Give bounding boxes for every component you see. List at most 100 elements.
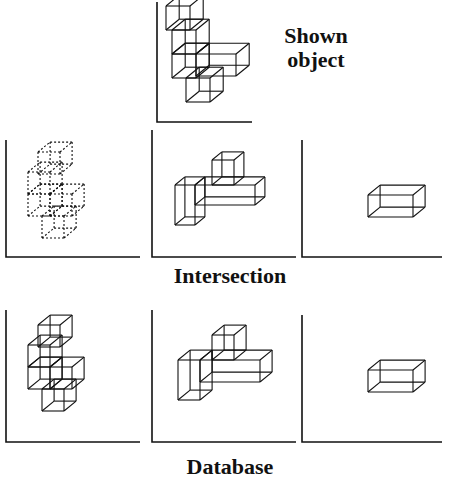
object-edge	[28, 184, 40, 194]
object-edge	[54, 379, 55, 401]
object-edge	[196, 43, 209, 54]
object-edge	[64, 401, 76, 411]
object-edge	[209, 78, 210, 102]
object-edge	[212, 184, 234, 185]
object-edge	[62, 357, 63, 379]
object-edge	[380, 185, 425, 186]
object-edge	[27, 194, 28, 216]
object-edge	[27, 345, 28, 367]
object-edge	[425, 185, 426, 207]
object-edge	[172, 53, 196, 54]
object-edge	[234, 325, 246, 335]
object-edge	[221, 152, 222, 177]
object-edge	[185, 43, 209, 44]
object-edge	[64, 206, 76, 216]
cell-bracket	[6, 140, 140, 257]
object-edge	[200, 372, 212, 382]
object-edge	[205, 176, 265, 177]
object-edge	[172, 67, 185, 78]
object-edge	[28, 184, 40, 194]
object-edge	[49, 172, 50, 194]
object-edge	[175, 177, 185, 185]
wireframe-object	[368, 360, 425, 392]
object-edge	[72, 357, 84, 367]
object-edge	[222, 176, 244, 177]
object-edge	[50, 366, 72, 367]
object-edge	[194, 185, 195, 205]
object-edge	[246, 325, 247, 350]
object-edge	[222, 151, 244, 152]
object-edge	[210, 67, 223, 78]
object-edge	[76, 206, 77, 228]
object-edge	[64, 379, 76, 389]
object-edge	[38, 346, 60, 347]
object-edge	[76, 379, 77, 401]
object-edge	[178, 359, 200, 360]
object-edge	[41, 389, 42, 411]
object-edge	[28, 379, 40, 389]
object-edge	[368, 194, 413, 195]
object-edge	[42, 237, 64, 238]
object-edge	[38, 142, 50, 152]
object-edge	[196, 43, 209, 54]
object-edge	[190, 350, 191, 390]
object-edge	[50, 315, 72, 316]
object-edge	[27, 367, 28, 389]
object-edge	[38, 337, 50, 347]
object-edge	[179, 0, 180, 19]
object-edge	[165, 6, 166, 30]
object-edge	[49, 194, 50, 216]
object-edge	[50, 337, 72, 338]
object-edge	[380, 207, 425, 208]
object-edge	[50, 142, 72, 143]
object-edge	[72, 142, 73, 164]
object-edge	[40, 357, 62, 358]
object-edge	[196, 43, 209, 54]
object-edge	[50, 164, 72, 165]
object-edge	[196, 75, 236, 76]
object-edge	[28, 171, 50, 172]
object-edge	[40, 184, 62, 185]
object-edge	[190, 0, 203, 6]
object-edge	[380, 382, 425, 383]
object-edge	[28, 357, 40, 367]
object-edge	[199, 67, 223, 68]
object-edge	[62, 184, 84, 185]
object-edge	[367, 195, 368, 217]
object-edge	[54, 228, 76, 229]
object-edge	[37, 325, 38, 347]
wireframe-object	[175, 152, 265, 225]
object-edge	[200, 350, 212, 360]
object-edge	[42, 388, 64, 389]
object-edge	[72, 315, 73, 337]
object-edge	[199, 360, 200, 382]
object-edge	[209, 43, 210, 67]
object-edge	[50, 215, 72, 216]
object-edge	[59, 152, 60, 174]
object-edge	[413, 185, 425, 195]
object-edge	[224, 325, 246, 326]
object-edge	[199, 360, 200, 400]
object-edge	[195, 30, 196, 54]
object-edge	[413, 382, 425, 392]
object-edge	[243, 152, 244, 177]
object-edge	[264, 177, 265, 197]
object-edge	[184, 177, 185, 217]
object-edge	[42, 379, 54, 389]
row-label: Shown object	[256, 24, 376, 72]
object-edge	[212, 325, 224, 335]
object-edge	[42, 410, 64, 411]
object-edge	[272, 350, 273, 372]
object-edge	[62, 357, 84, 358]
object-edge	[186, 91, 199, 102]
wireframe-object	[368, 185, 425, 217]
object-edge	[209, 43, 210, 65]
object-edge	[28, 193, 50, 194]
object-edge	[54, 206, 76, 207]
object-edge	[50, 357, 62, 367]
object-edge	[178, 390, 190, 400]
wireframe-object	[28, 315, 84, 411]
object-edge	[249, 43, 250, 65]
object-edge	[185, 78, 186, 102]
object-edge	[49, 367, 50, 389]
